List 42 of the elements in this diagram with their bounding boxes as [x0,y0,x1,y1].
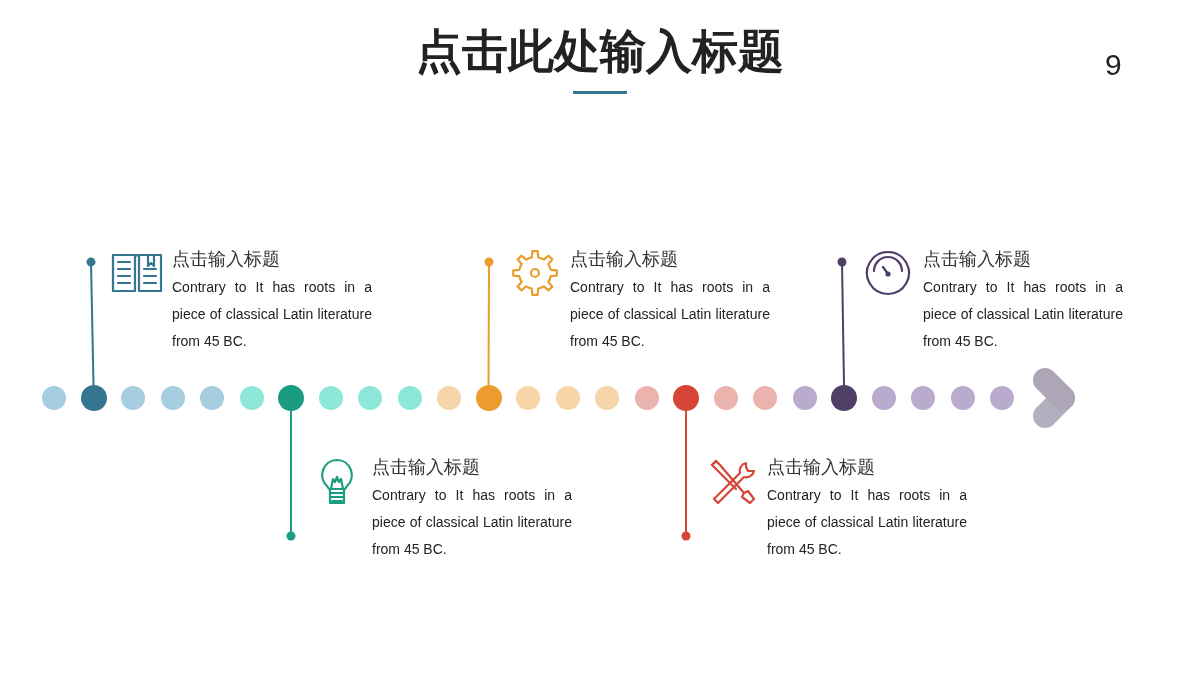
timeline-dot [713,386,738,410]
timeline-dot [437,386,461,410]
card-heading: 点击输入标题 [570,248,678,271]
timeline-dot [239,386,264,410]
timeline-dot [200,386,224,410]
page-number: 9 [1105,48,1122,82]
timeline-dot [792,386,817,410]
card-description: Contrary to It has roots in a piece of classical Latin literature from 45 BC. [172,278,372,351]
timeline-dot [397,386,422,410]
timeline-dot [160,386,185,410]
connector-line [86,257,96,386]
card-heading: 点击输入标题 [923,248,1031,271]
card-description: Contrary to It has roots in a piece of classical Latin literature from 45 BC. [767,486,967,559]
timeline-dot [753,386,777,410]
card-description: Contrary to It has roots in a piece of classical Latin literature from 45 BC. [372,486,572,559]
timeline-dot [990,386,1014,410]
connector-line [286,410,296,541]
milestone-dot [831,385,857,411]
timeline-dot [871,386,896,410]
card-heading: 点击输入标题 [172,248,280,271]
timeline-dot [358,386,382,410]
milestone-dot [475,385,502,411]
timeline-dot [911,386,935,410]
connector-line [681,410,691,541]
timeline-dot [634,386,659,410]
connector-line [837,257,847,386]
connector-line [484,257,494,386]
timeline-dot [950,386,975,410]
timeline-dot [42,386,66,410]
card-description: Contrary to It has roots in a piece of classical Latin literature from 45 BC. [923,278,1123,351]
timeline-dot [516,386,540,410]
card-heading: 点击输入标题 [767,456,875,479]
timeline-dot [595,386,619,410]
milestone-dot [673,385,699,411]
milestone-dot [278,385,304,411]
card-heading: 点击输入标题 [372,456,480,479]
timeline-dot [121,386,145,410]
slide-title: 点击此处输入标题 [415,25,785,79]
timeline-dot [318,386,343,410]
card-description: Contrary to It has roots in a piece of classical Latin literature from 45 BC. [570,278,770,351]
milestone-dot [80,385,107,411]
timeline-dot [555,386,580,410]
